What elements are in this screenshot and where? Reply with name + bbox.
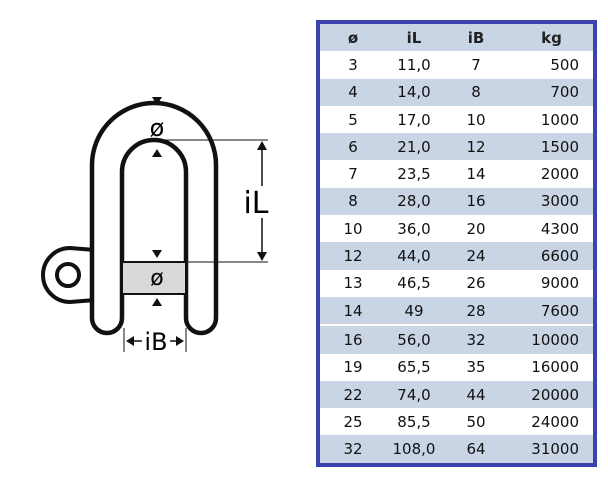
cell-kg: 24000 <box>531 412 579 431</box>
cell-diameter: 10 <box>343 219 363 238</box>
cell-ib: 8 <box>442 78 510 106</box>
cell-kg: 10000 <box>510 324 595 354</box>
cell-il: 28,0 <box>386 187 442 216</box>
cell-diameter: 14 <box>318 296 386 326</box>
cell-il: 17,0 <box>397 110 431 129</box>
cell-kg: 1500 <box>510 133 595 161</box>
cell-kg: 2000 <box>540 165 579 184</box>
cell-diameter: 19 <box>343 358 363 377</box>
cell-diameter: 8 <box>318 187 386 216</box>
cell-kg: 16000 <box>531 358 579 377</box>
cell-kg: 500 <box>550 55 579 74</box>
table-row: 25 85,5 50 24000 <box>318 408 595 435</box>
cell-diameter: 3 <box>348 55 358 74</box>
label-inner-length: iL <box>243 186 268 221</box>
table-row: 7 23,5 14 2000 <box>318 160 595 187</box>
cell-diameter: 4 <box>318 78 386 106</box>
cell-diameter: 13 <box>343 274 363 293</box>
cell-ib: 20 <box>466 219 486 238</box>
cell-ib: 64 <box>442 435 510 465</box>
cell-kg: 9000 <box>540 274 579 293</box>
cell-diameter: 25 <box>343 412 363 431</box>
table-row: 10 36,0 20 4300 <box>318 215 595 242</box>
cell-il: 85,5 <box>397 412 431 431</box>
label-diameter-top: ø <box>150 114 165 142</box>
cell-il: 108,0 <box>386 435 442 465</box>
table-row: 19 65,5 35 16000 <box>318 354 595 381</box>
cell-kg: 1000 <box>540 110 579 129</box>
cell-ib: 7 <box>471 55 481 74</box>
cell-diameter: 5 <box>348 110 358 129</box>
cell-il: 44,0 <box>386 242 442 270</box>
cell-diameter: 16 <box>318 324 386 354</box>
table-header: ø iL iB kg <box>318 22 595 52</box>
cell-il: 65,5 <box>397 358 431 377</box>
shackle-diagram: ø iL ø iB <box>41 97 274 356</box>
inner-width-dimension <box>123 328 187 352</box>
cell-ib: 14 <box>466 165 486 184</box>
cell-il: 56,0 <box>386 324 442 354</box>
cell-il: 23,5 <box>397 165 431 184</box>
table-row: 13 46,5 26 9000 <box>318 270 595 297</box>
table-row: 5 17,0 10 1000 <box>318 106 595 133</box>
label-diameter-pin: ø <box>150 266 163 291</box>
pin <box>121 261 187 295</box>
shackle-body <box>89 100 219 336</box>
cell-ib: 35 <box>466 358 486 377</box>
cell-il: 14,0 <box>386 78 442 106</box>
cell-kg: 7600 <box>510 296 595 326</box>
table-row: 3 11,0 7 500 <box>318 51 595 78</box>
inner-length-label-background <box>238 186 274 218</box>
cell-diameter: 12 <box>318 242 386 270</box>
cell-il: 46,5 <box>397 274 431 293</box>
cell-kg: 6600 <box>510 242 595 270</box>
cell-il: 49 <box>386 296 442 326</box>
cell-ib: 28 <box>442 296 510 326</box>
cell-diameter: 32 <box>318 435 386 465</box>
cell-il: 74,0 <box>386 380 442 409</box>
header-diameter: ø <box>318 22 386 52</box>
cell-ib: 10 <box>466 110 486 129</box>
cell-kg: 3000 <box>510 187 595 216</box>
cell-kg: 31000 <box>510 435 595 465</box>
cell-ib: 44 <box>442 380 510 409</box>
cell-il: 36,0 <box>397 219 431 238</box>
cell-ib: 16 <box>442 187 510 216</box>
cell-il: 21,0 <box>386 133 442 161</box>
pin-eye <box>41 245 97 305</box>
cell-ib: 32 <box>442 324 510 354</box>
cell-ib: 26 <box>466 274 486 293</box>
cell-ib: 24 <box>442 242 510 270</box>
header-il: iL <box>386 22 442 52</box>
header-ib: iB <box>442 22 510 52</box>
cell-diameter: 7 <box>348 165 358 184</box>
cell-diameter: 22 <box>318 380 386 409</box>
header-kg: kg <box>510 22 595 52</box>
cell-kg: 20000 <box>510 380 595 409</box>
cell-il: 11,0 <box>397 55 431 74</box>
cell-diameter: 6 <box>318 133 386 161</box>
label-inner-width: iB <box>144 328 167 356</box>
cell-kg: 4300 <box>540 219 579 238</box>
cell-ib: 50 <box>466 412 486 431</box>
cell-kg: 700 <box>510 78 595 106</box>
cell-ib: 12 <box>442 133 510 161</box>
